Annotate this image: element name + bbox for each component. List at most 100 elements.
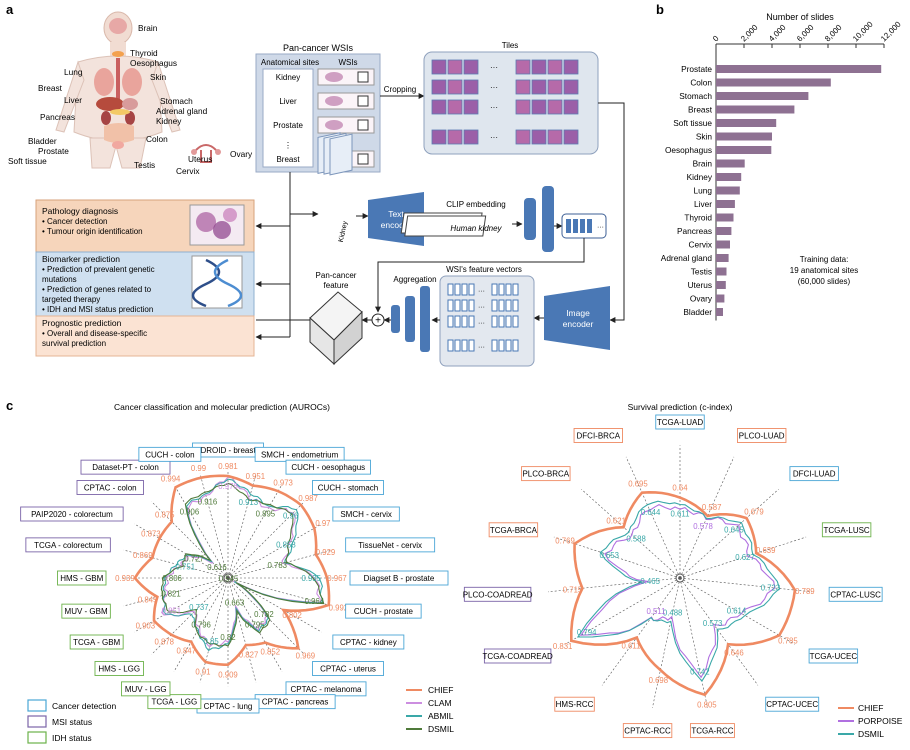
feature-cell [468, 339, 475, 352]
radar-series-dsmil [576, 500, 781, 683]
text-encoder-label-2: encoder [381, 220, 412, 230]
bar-label: Oesophagus [665, 145, 712, 155]
left-radar-title: Cancer classification and molecular pred… [114, 402, 330, 412]
axis-label-box [789, 466, 839, 482]
radar-spoke [601, 577, 681, 686]
tile [515, 59, 531, 75]
task-bullet: • Tumour origin identification [42, 227, 143, 236]
tile [431, 129, 447, 145]
axis-label: CUCH - stomach [318, 483, 378, 492]
tile [463, 99, 479, 115]
axis-label: MUV - LGG [125, 685, 167, 694]
training-note-3: (60,000 slides) [798, 277, 851, 286]
legend-label: DSMIL [858, 729, 884, 739]
wsi-col-sites: Anatomical sites [261, 58, 319, 67]
aggregation-layer-1 [420, 286, 430, 352]
anatomy-label: Brain [138, 23, 158, 33]
axis-label-box [25, 537, 111, 553]
axis-label-box [828, 586, 883, 602]
anatomy-label: Stomach [160, 96, 193, 106]
bar-label: Lung [694, 186, 713, 196]
second-value-label: 0.588 [626, 534, 646, 543]
axis-label: TCGA - GBM [73, 638, 120, 647]
chief-value-label: 0.805 [697, 701, 717, 710]
second-value-label: 0.782 [254, 610, 274, 619]
vector-cell [573, 219, 578, 233]
axis-label-box [655, 414, 705, 430]
second-value-label: 0.806 [162, 574, 182, 583]
human-kidney-label: Human kidney [450, 224, 502, 233]
tile [547, 129, 563, 145]
tile-ellipsis: ··· [490, 103, 498, 112]
bar [716, 267, 727, 276]
anatomy-label: Ovary [230, 149, 253, 159]
pan-cancer-feature-label-2: feature [324, 281, 349, 290]
tile [515, 99, 531, 115]
tile [563, 79, 579, 95]
tile [431, 59, 447, 75]
tile [531, 129, 547, 145]
svg-text:+: + [375, 316, 381, 327]
task-bullet: targeted therapy [42, 295, 100, 304]
cropping-label: Cropping [384, 85, 416, 94]
chief-value-label: 0.845 [138, 596, 158, 605]
axis-label: Diagset B - prostate [364, 574, 435, 583]
wsi-to-text-arrow [289, 172, 319, 217]
second-value-label: 0.511 [647, 607, 666, 616]
second-value-label: 0.723 [761, 584, 781, 593]
axis-label: CPTAC - pancreas [262, 698, 329, 707]
site-label: ⋮ [284, 141, 292, 150]
feature-cell [491, 339, 498, 352]
site-label: Prostate [273, 121, 303, 130]
training-note-1: Training data: [800, 255, 849, 264]
axis-label-box [312, 480, 384, 495]
axis-label-box [345, 537, 436, 553]
vector-ellipsis: ··· [597, 224, 604, 231]
bar [716, 240, 730, 249]
axis-label: MUV - GBM [65, 607, 108, 616]
radar-series-chief [133, 474, 331, 666]
axis-label-box [147, 694, 202, 710]
second-value-label: 0.976 [218, 482, 238, 491]
training-note-2: 19 anatomical sites [790, 266, 858, 275]
axis-label-box [345, 603, 422, 619]
second-value-label: 0.964 [305, 597, 325, 606]
axis-label: TCGA-UCEC [810, 652, 858, 661]
second-value-label: 0.935 [301, 574, 321, 583]
axis-label-box [765, 696, 820, 712]
clip-layer-2 [542, 186, 554, 252]
feature-vectors-box [439, 275, 535, 367]
chief-value-label: 0.639 [756, 546, 776, 555]
second-value-label: 0.895 [256, 509, 276, 518]
tile [515, 129, 531, 145]
axis-label-box [312, 661, 384, 676]
tile-ellipsis: ··· [490, 63, 498, 72]
radar-center [675, 573, 685, 583]
axis-label-box [76, 480, 144, 495]
vector-cell [587, 219, 592, 233]
chief-value-label: 0.698 [649, 676, 669, 685]
bar-label: Kidney [687, 172, 713, 182]
axis-label-box [737, 428, 787, 443]
chief-value-label: 0.646 [724, 648, 744, 657]
second-value-label: 0.616 [207, 563, 227, 572]
feature-cell [454, 315, 461, 328]
second-value-label: 0.545 [219, 574, 239, 583]
site-label: Liver [279, 97, 297, 106]
clip-embedding-label: CLIP embedding [446, 200, 505, 209]
image-encoder-label-1: Image [566, 308, 590, 318]
radar-chart-right: 0.640.611TCGA-LUAD0.5870.578PLCO-LUAD0.6… [463, 414, 883, 739]
feature-cell [498, 299, 505, 312]
chief-value-label: 0.939 [115, 574, 135, 583]
axis-label: CUCH - oesophagus [291, 463, 365, 472]
second-value-label: 0.82 [220, 633, 235, 642]
axis-label-box [61, 603, 111, 619]
feature-cell [468, 299, 475, 312]
bar-label: Pancreas [677, 226, 712, 236]
panel-c: c Cancer classification and molecular pr… [6, 398, 903, 744]
axis-label: TCGA-COADREAD [483, 652, 553, 661]
anatomy-label: Testis [134, 160, 155, 170]
